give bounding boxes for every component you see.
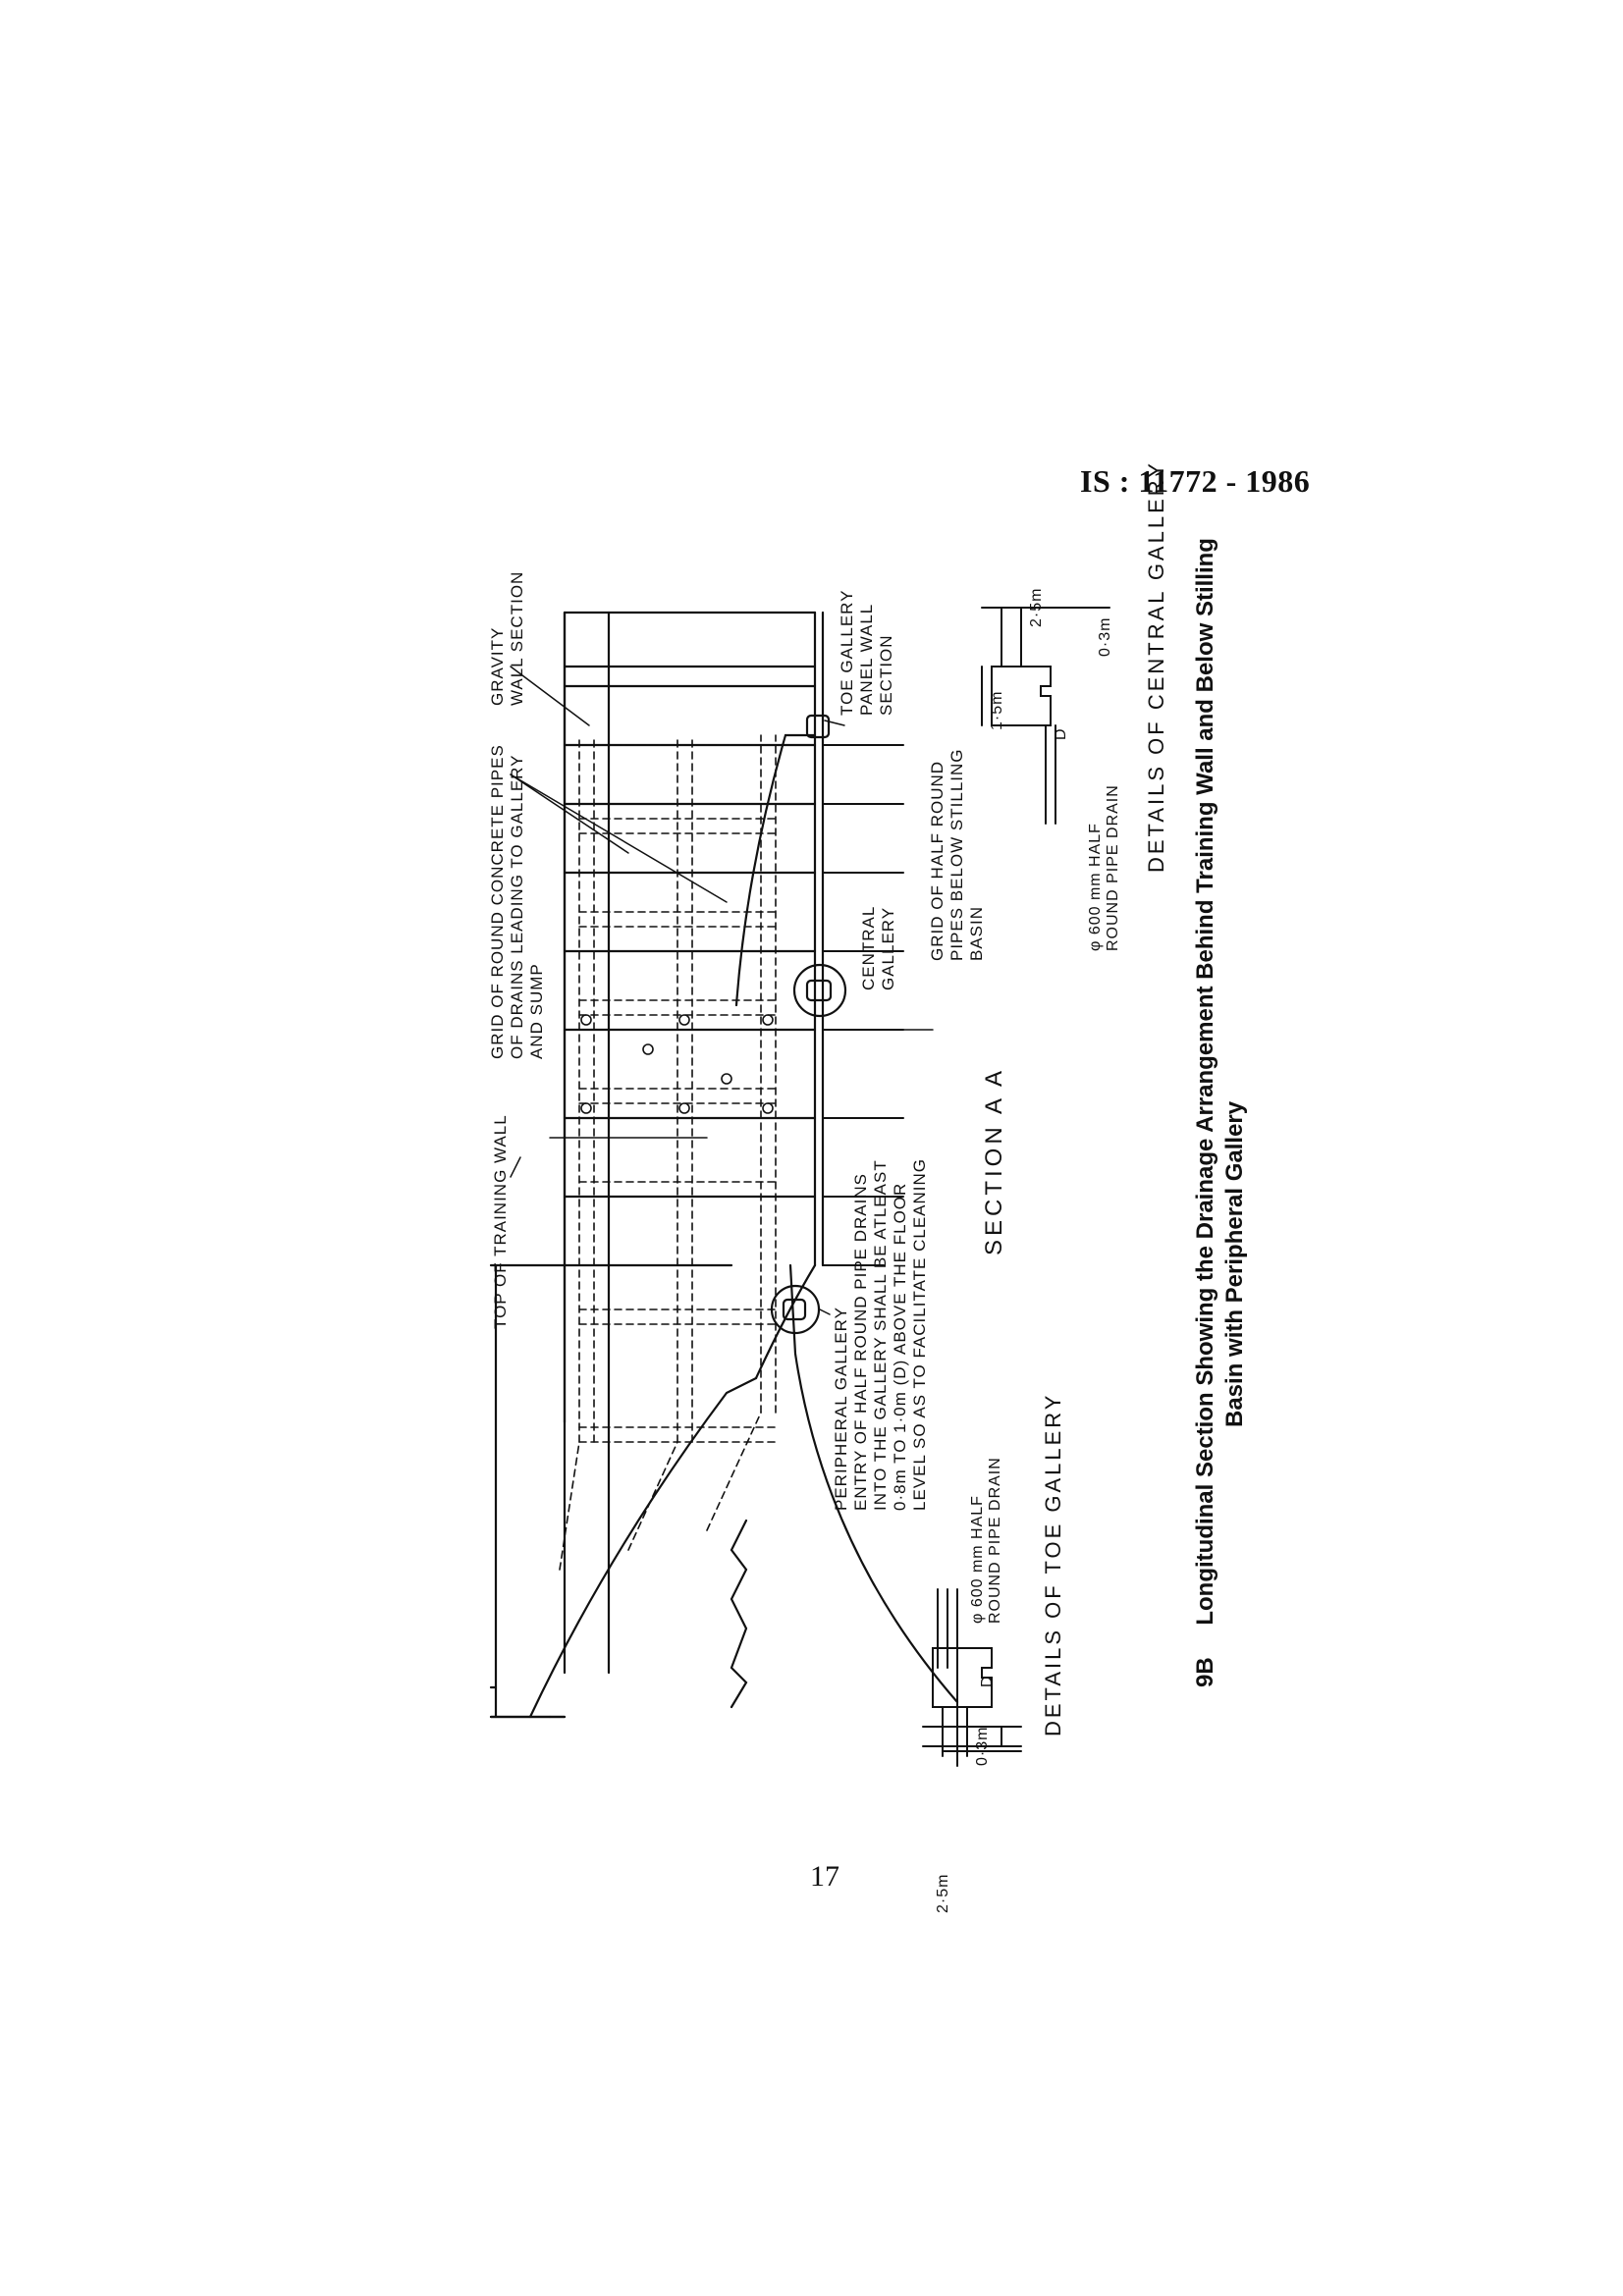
toe-pipe-label-2: ROUND PIPE DRAIN bbox=[987, 1457, 1003, 1624]
rotated-figure: TOP OF TRAINING WALL GRID OF ROUND CONCR… bbox=[488, 460, 1248, 1913]
central-gallery-marker bbox=[792, 963, 847, 1018]
drain-pipe-circles bbox=[580, 1014, 774, 1114]
label-grid-concrete-3: AND SUMP bbox=[527, 963, 546, 1059]
central-dim-width: 2·5m bbox=[1028, 588, 1045, 627]
central-pipe-label-1: φ 600 mm HALF bbox=[1087, 823, 1104, 951]
label-central-gallery-1: CENTRAL bbox=[859, 906, 878, 990]
toe-detail-title: DETAILS OF TOE GALLERY bbox=[1041, 1393, 1065, 1736]
label-panel-wall-1: PANEL WALL bbox=[857, 604, 876, 716]
caption-line-2: Basin with Peripheral Gallery bbox=[1221, 1100, 1248, 1427]
label-top-of-training-wall: TOP OF TRAINING WALL bbox=[491, 1114, 510, 1329]
svg-text:9B Longitudinal Sect: 9B Longitudinal Section Showing the Drai… bbox=[1192, 538, 1218, 1687]
toe-dim-d: D bbox=[979, 1675, 996, 1687]
section-title: SECTION A A bbox=[981, 1067, 1007, 1255]
label-toe-gallery: TOE GALLERY bbox=[838, 590, 856, 716]
standard-code: IS : 11772 - 1986 bbox=[1080, 463, 1311, 499]
caption-line-1: Longitudinal Section Showing the Drainag… bbox=[1192, 538, 1218, 1626]
page-number: 17 bbox=[810, 1860, 839, 1893]
label-grid-half-2: PIPES BELOW STILLING bbox=[947, 748, 966, 961]
section-labels: TOP OF TRAINING WALL GRID OF ROUND CONCR… bbox=[488, 571, 986, 1511]
label-entry-3: 0·8m TO 1·0m (D) ABOVE THE FLOOR bbox=[891, 1183, 909, 1511]
toe-detail-text: φ 600 mm HALF ROUND PIPE DRAIN 2·5m 0·3m… bbox=[935, 1457, 1003, 1913]
label-grid-concrete-1: GRID OF ROUND CONCRETE PIPES bbox=[488, 744, 507, 1059]
label-gravity-wall-2: WALL SECTION bbox=[508, 571, 526, 706]
central-dim-d: D bbox=[1053, 727, 1069, 740]
galleries bbox=[770, 714, 847, 1335]
toe-dim-offset: 0·3m bbox=[974, 1727, 991, 1766]
label-grid-half-1: GRID OF HALF ROUND bbox=[928, 761, 947, 961]
toe-gallery-marker bbox=[805, 714, 831, 739]
toe-gallery-detail bbox=[922, 1588, 1022, 1767]
central-pipe-label-2: ROUND PIPE DRAIN bbox=[1105, 784, 1121, 951]
figure-number: 9B bbox=[1192, 1657, 1218, 1687]
toe-pipe-label-1: φ 600 mm HALF bbox=[969, 1495, 986, 1624]
central-gallery-detail bbox=[981, 607, 1110, 825]
label-central-gallery-2: GALLERY bbox=[879, 907, 897, 990]
label-panel-wall-2: SECTION bbox=[877, 634, 895, 716]
label-entry-2: INTO THE GALLERY SHALL BE ATLEAST bbox=[871, 1159, 890, 1511]
label-grid-half-3: BASIN bbox=[967, 906, 986, 961]
label-grid-concrete-2: OF DRAINS LEADING TO GALLERY bbox=[508, 755, 526, 1059]
label-peripheral-gallery: PERIPHERAL GALLERY bbox=[832, 1307, 850, 1511]
central-dim-offset: 0·3m bbox=[1097, 617, 1113, 657]
central-detail-title: DETAILS OF CENTRAL GALLERY bbox=[1144, 460, 1168, 873]
label-entry-4: LEVEL SO AS TO FACILITATE CLEANING bbox=[910, 1158, 929, 1511]
peripheral-gallery-marker bbox=[770, 1284, 821, 1335]
central-detail-text: φ 600 mm HALF ROUND PIPE DRAIN 2·5m 1·5m… bbox=[989, 588, 1121, 951]
drain-grid bbox=[559, 734, 777, 1571]
toe-dim-width: 2·5m bbox=[935, 1874, 951, 1913]
central-dim-height: 1·5m bbox=[989, 691, 1005, 730]
figure-caption: 9B Longitudinal Section Showing the Drai… bbox=[1192, 538, 1248, 1687]
label-entry-1: ENTRY OF HALF ROUND PIPE DRAINS bbox=[851, 1173, 870, 1511]
label-gravity-wall-1: GRAVITY bbox=[488, 627, 507, 706]
leader-lines bbox=[510, 666, 934, 1315]
